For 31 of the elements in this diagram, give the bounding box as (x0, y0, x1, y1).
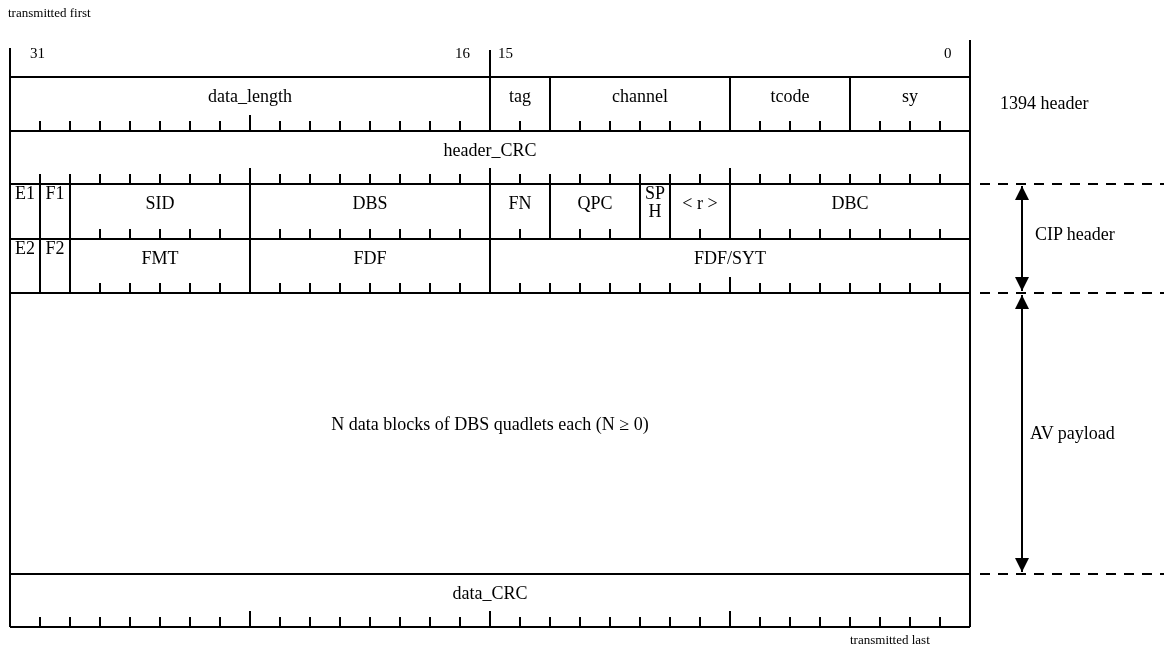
field-name: DBS (352, 194, 388, 212)
field-name: QPC (577, 194, 613, 212)
field-name: tag (509, 87, 531, 105)
section-label: AV payload (1030, 424, 1115, 442)
field-name: N data blocks of DBS quadlets each (N ≥ 0) (331, 415, 649, 433)
bit-number: 16 (455, 46, 470, 61)
field-name: channel (612, 87, 668, 105)
field-name: tcode (770, 87, 810, 105)
field-name: < r > (682, 194, 718, 212)
field-name: F2 (44, 239, 66, 257)
bit-number: 0 (944, 46, 952, 61)
section-label: 1394 header (1000, 94, 1089, 112)
field-name: data_length (208, 87, 292, 105)
field-name: FDF (353, 249, 387, 267)
field-name: E1 (14, 184, 36, 202)
field-name: FDF/SYT (694, 249, 766, 267)
section-label: CIP header (1035, 225, 1115, 243)
field-name: E2 (14, 239, 36, 257)
field-name: DBC (831, 194, 869, 212)
field-name: F1 (44, 184, 66, 202)
field-name: FMT (141, 249, 179, 267)
caption: transmitted first (8, 6, 91, 19)
bit-number: 15 (498, 46, 513, 61)
caption: transmitted last (850, 633, 930, 646)
field-name: FN (508, 194, 532, 212)
field-name: SPH (644, 184, 666, 220)
field-name: SID (145, 194, 175, 212)
bit-number: 31 (30, 46, 45, 61)
field-name: data_CRC (452, 584, 528, 602)
field-name: header_CRC (443, 141, 537, 159)
field-name: sy (902, 87, 918, 105)
